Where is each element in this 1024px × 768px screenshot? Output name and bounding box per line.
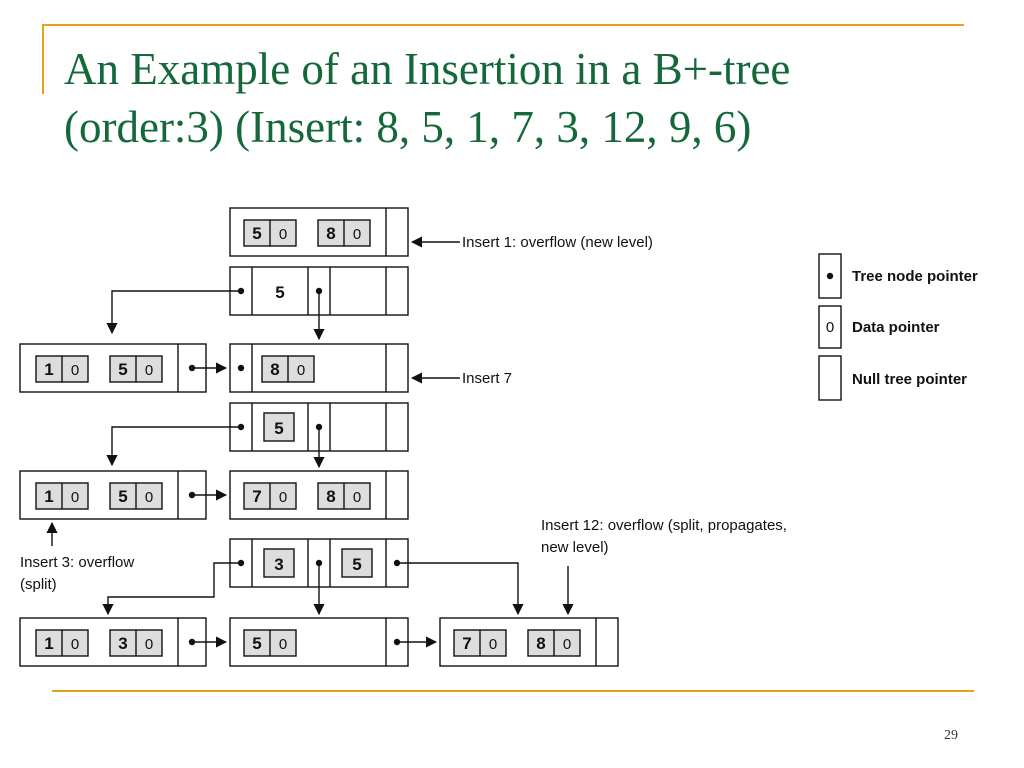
key-s3-l2-b: 8 [326,487,335,506]
ptr-s3-l1-a: 0 [71,489,79,506]
annotation-insert-12-line1: Insert 12: overflow (split, propagates, [541,517,787,534]
annotations: Insert 1: overflow (new level) Insert 7 … [20,234,787,593]
key-s1-a: 5 [252,224,261,243]
legend-data-pointer-symbol: 0 [826,319,834,336]
annotation-insert-7: Insert 7 [462,370,512,387]
ptr-s3-l2-b: 0 [353,489,361,506]
node-keys: 5 0 8 0 5 1 0 5 0 8 0 5 1 0 5 0 7 0 8 0 … [44,224,571,653]
bottom-rule [52,690,974,692]
ptr-s1-a: 0 [279,226,287,243]
stage3-leaf-2 [229,470,409,520]
ptr-s4-l1-b: 0 [145,636,153,653]
annotation-insert-3-line2: (split) [20,576,57,593]
ptr-s2-l1-a: 0 [71,362,79,379]
annotation-insert-12-line2: new level) [541,539,609,556]
tree-pointer-arrows [102,290,524,616]
slide-title-line-1: An Example of an Insertion in a B+-tree [64,44,791,94]
key-s2-root: 5 [275,283,284,302]
stage1-leaf [229,207,409,257]
slide-title-line-2: (order:3) (Insert: 8, 5, 1, 7, 3, 12, 9,… [64,102,752,152]
key-s4-l3-b: 8 [536,634,545,653]
stage4-leaf-1 [19,617,207,667]
ptr-s4-l2-a: 0 [279,636,287,653]
ptr-s4-l1-a: 0 [71,636,79,653]
stage2-leaf-1 [19,343,207,393]
ptr-s2-l1-b: 0 [145,362,153,379]
legend-data-pointer: Data pointer [852,319,940,336]
annotation-insert-1: Insert 1: overflow (new level) [462,234,653,251]
stage2-leaf-2 [229,343,409,393]
stage4-leaf-3 [439,617,619,667]
ptr-s3-l1-b: 0 [145,489,153,506]
key-s4-l3-a: 7 [462,634,471,653]
top-rule [42,24,964,26]
ptr-s4-l3-a: 0 [489,636,497,653]
key-s4-root-a: 3 [274,555,283,574]
key-s2-l1-a: 1 [44,360,53,379]
ptr-s4-l3-b: 0 [563,636,571,653]
stage3-leaf-1 [19,470,207,520]
key-s3-l2-a: 7 [252,487,261,506]
legend-null-tree-pointer: Null tree pointer [852,371,967,388]
key-s4-root-b: 5 [352,555,361,574]
key-s3-l1-a: 1 [44,487,53,506]
key-s2-l1-b: 5 [118,360,127,379]
ptr-s1-b: 0 [353,226,361,243]
key-s1-b: 8 [326,224,335,243]
key-s3-root: 5 [274,419,283,438]
annotation-arrows [46,236,574,616]
key-s2-l2-a: 8 [270,360,279,379]
key-s4-l1-a: 1 [44,634,53,653]
ptr-s2-l2-a: 0 [297,362,305,379]
pointer-dots [188,272,834,646]
stage4-leaf-2 [229,617,409,667]
legend: 0 Tree node pointer Data pointer Null tr… [826,268,978,388]
page-number: 29 [944,728,958,743]
key-s4-l1-b: 3 [118,634,127,653]
leaf-chain-arrows [192,362,438,648]
left-rule [42,24,44,94]
slide-title: An Example of an Insertion in a B+-tree … [64,40,964,156]
key-s3-l1-b: 5 [118,487,127,506]
key-s4-l2-a: 5 [252,634,261,653]
legend-tree-node-pointer: Tree node pointer [852,268,978,285]
annotation-insert-3-line1: Insert 3: overflow [20,554,134,571]
ptr-s3-l2-a: 0 [279,489,287,506]
